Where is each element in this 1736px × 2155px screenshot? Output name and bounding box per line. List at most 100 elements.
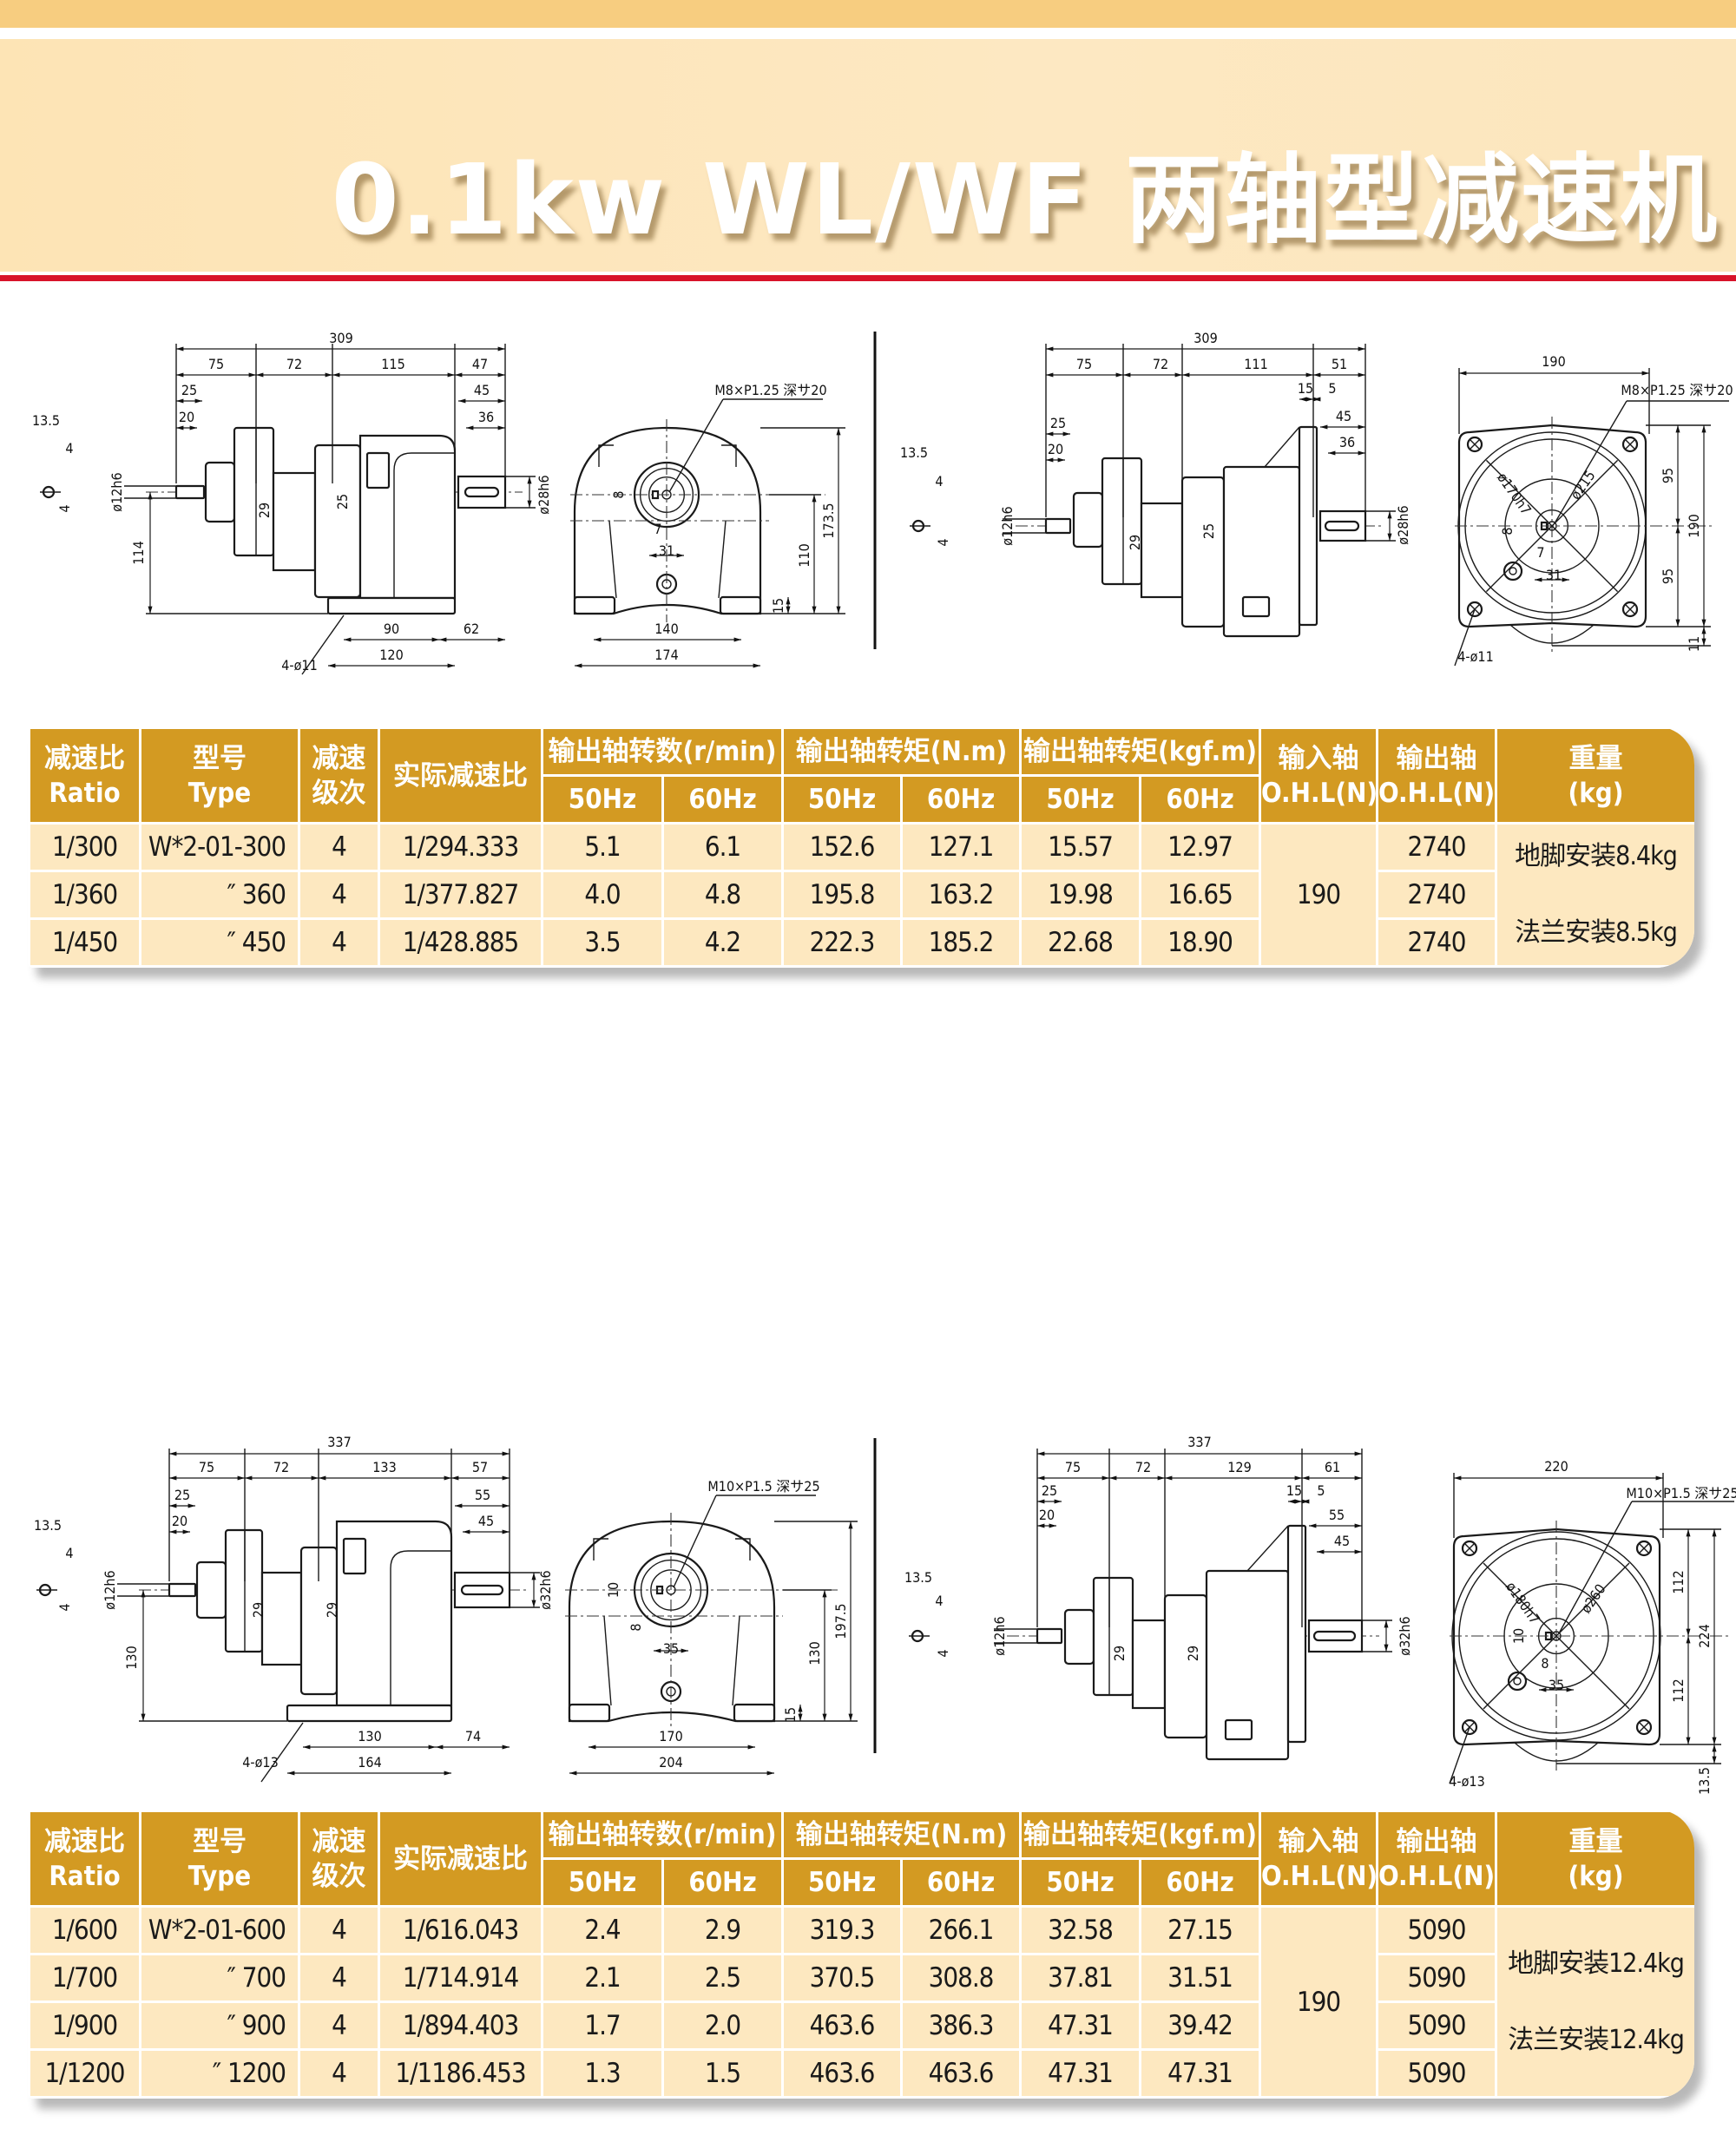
dimension-label: 120 <box>379 647 403 663</box>
cell-rpm50: 1.7 <box>541 2001 664 2051</box>
gearbox-rib <box>393 452 455 598</box>
dimension-label: 4 <box>65 440 73 457</box>
line <box>1625 439 1635 450</box>
foot-right <box>719 595 762 615</box>
dimension-label: 25 <box>334 494 351 509</box>
cell-output-ohl: 5090 <box>1376 1905 1498 1955</box>
motor-flange <box>1101 457 1143 586</box>
gear-housing <box>313 443 362 599</box>
dimension-label: ø32h6 <box>537 1570 554 1609</box>
dimension-label: 204 <box>659 1754 682 1771</box>
dimension-label: 4 <box>935 538 951 546</box>
leader-line <box>673 1495 717 1588</box>
cell-rpm60: 2.5 <box>661 1953 785 2003</box>
dimension-label: 112 <box>1670 1570 1687 1593</box>
cell-type: ″ 900 <box>139 2001 300 2051</box>
cell-nm60: 386.3 <box>900 2001 1023 2051</box>
cell-ratio: 1/600 <box>28 1905 141 1955</box>
weight-note: 地脚安装8.4kg <box>1515 841 1678 871</box>
header-60hz: 60Hz <box>661 1857 785 1908</box>
dimension-label: 4 <box>935 473 943 489</box>
foot <box>286 1704 453 1723</box>
dimension-label: 15 <box>1286 1482 1302 1499</box>
dimension-label: 29 <box>1127 535 1143 550</box>
dimension-label: 15 <box>1298 380 1313 397</box>
cell-actual: 1/428.885 <box>378 917 543 968</box>
motor-cover <box>195 1560 227 1620</box>
weight-note: 法兰安装12.4kg <box>1508 2024 1685 2055</box>
terminal-box <box>1224 1718 1253 1741</box>
dimension-label: 20 <box>1048 441 1063 457</box>
cell-ratio: 1/900 <box>28 2001 141 2051</box>
gear-housing <box>1180 476 1226 628</box>
leader-line <box>301 614 345 675</box>
dimension-label: 114 <box>130 541 147 564</box>
cell-kgf50: 47.31 <box>1019 2048 1142 2099</box>
header-50hz: 50Hz <box>781 1857 904 1908</box>
neck <box>260 1571 303 1666</box>
dimension-label: 72 <box>1153 356 1168 372</box>
dimension-label: 20 <box>172 1513 187 1529</box>
dimension-label: ø32h6 <box>1397 1616 1413 1655</box>
dimension-label: 29 <box>256 503 273 518</box>
header-60hz: 60Hz <box>661 774 785 825</box>
dimension-label: 95 <box>1660 468 1676 483</box>
cell-rpm50: 3.5 <box>541 917 664 968</box>
cell-stages: 4 <box>298 822 380 872</box>
leader-line <box>260 1722 304 1783</box>
dimension-label: ø28h6 <box>536 475 552 514</box>
dimension-label: 25 <box>1200 523 1217 539</box>
dimension-label: 55 <box>475 1487 490 1503</box>
cell-ratio: 1/450 <box>28 917 141 968</box>
cell-output-ohl: 2740 <box>1376 822 1498 872</box>
cell-kgf60: 16.65 <box>1139 870 1262 920</box>
dimension-label: 8 <box>628 1623 644 1631</box>
dimension-label: 164 <box>358 1754 381 1771</box>
leader-line <box>1558 1501 1633 1634</box>
circle-feature <box>1509 567 1517 575</box>
cell-nm60: 308.8 <box>900 1953 1023 2003</box>
dimension-label: 112 <box>1670 1679 1687 1702</box>
header-output-rpm: 输出轴转数(r/min) <box>540 726 785 777</box>
dimension-label: 13.5 <box>904 1569 932 1586</box>
header-stages: 减速级次 <box>298 1810 380 1908</box>
dimension-label: 45 <box>478 1513 494 1529</box>
dimension-label: 55 <box>1329 1507 1345 1523</box>
dimension-label: 25 <box>174 1487 190 1503</box>
cell-nm50: 152.6 <box>781 822 904 872</box>
circle-feature <box>1513 1677 1522 1685</box>
input-shaft <box>168 1582 197 1598</box>
neck <box>1131 1619 1167 1710</box>
header-50hz: 50Hz <box>541 774 664 825</box>
cell-stages: 4 <box>298 2048 380 2099</box>
cell-kgf50: 47.31 <box>1019 2001 1142 2051</box>
cell-kgf50: 15.57 <box>1019 822 1142 872</box>
cell-actual: 1/894.403 <box>378 2001 543 2051</box>
motor-flange <box>1092 1576 1134 1697</box>
drain-plug-icon <box>1503 561 1523 581</box>
line <box>1464 1543 1475 1554</box>
dimension-label: 45 <box>474 382 490 398</box>
header-60hz: 60Hz <box>900 774 1023 825</box>
header-weight: 重量(kg) <box>1495 726 1694 825</box>
output-key <box>1312 1630 1357 1642</box>
dimension-label: 4 <box>65 1545 73 1561</box>
ear-right <box>735 1538 751 1560</box>
dimension-label: 7 <box>1536 544 1544 561</box>
line <box>1485 459 1619 593</box>
dimension-label: 47 <box>472 356 488 372</box>
cell-kgf50: 22.68 <box>1019 917 1142 968</box>
dimension-label: 8 <box>1541 1655 1549 1672</box>
cell-output-ohl: 2740 <box>1376 917 1498 968</box>
dimension-label: 15 <box>770 598 786 614</box>
dimension-label: 25 <box>1050 415 1066 431</box>
dimension-label: 130 <box>358 1728 381 1744</box>
dimension-label: 4 <box>935 1649 951 1657</box>
cell-kgf50: 32.58 <box>1019 1905 1142 1955</box>
